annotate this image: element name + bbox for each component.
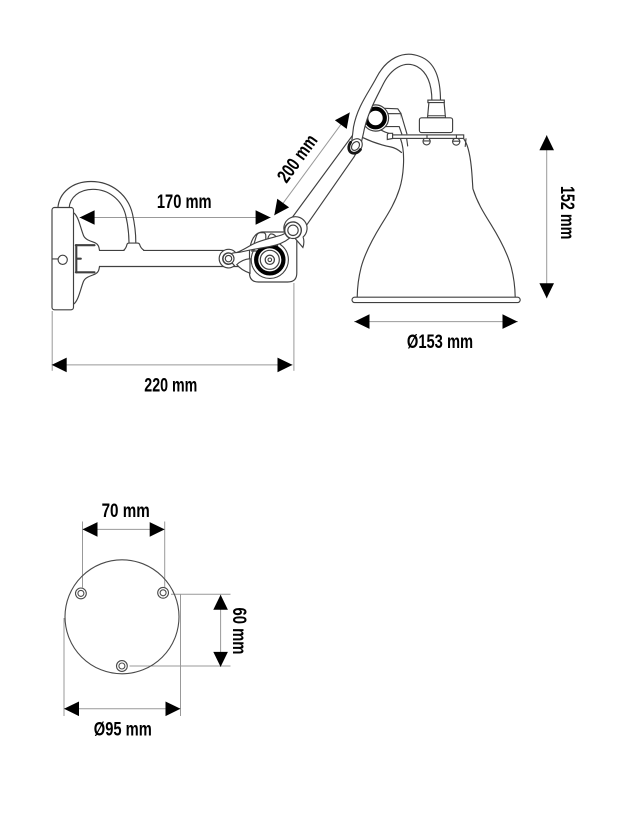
svg-text:Ø95 mm: Ø95 mm <box>94 720 152 741</box>
svg-text:Ø153 mm: Ø153 mm <box>407 332 473 353</box>
svg-text:170 mm: 170 mm <box>157 192 212 213</box>
svg-text:152 mm: 152 mm <box>556 186 577 240</box>
svg-text:220 mm: 220 mm <box>144 375 197 396</box>
svg-text:70 mm: 70 mm <box>102 501 150 522</box>
svg-text:60 mm: 60 mm <box>228 608 249 655</box>
